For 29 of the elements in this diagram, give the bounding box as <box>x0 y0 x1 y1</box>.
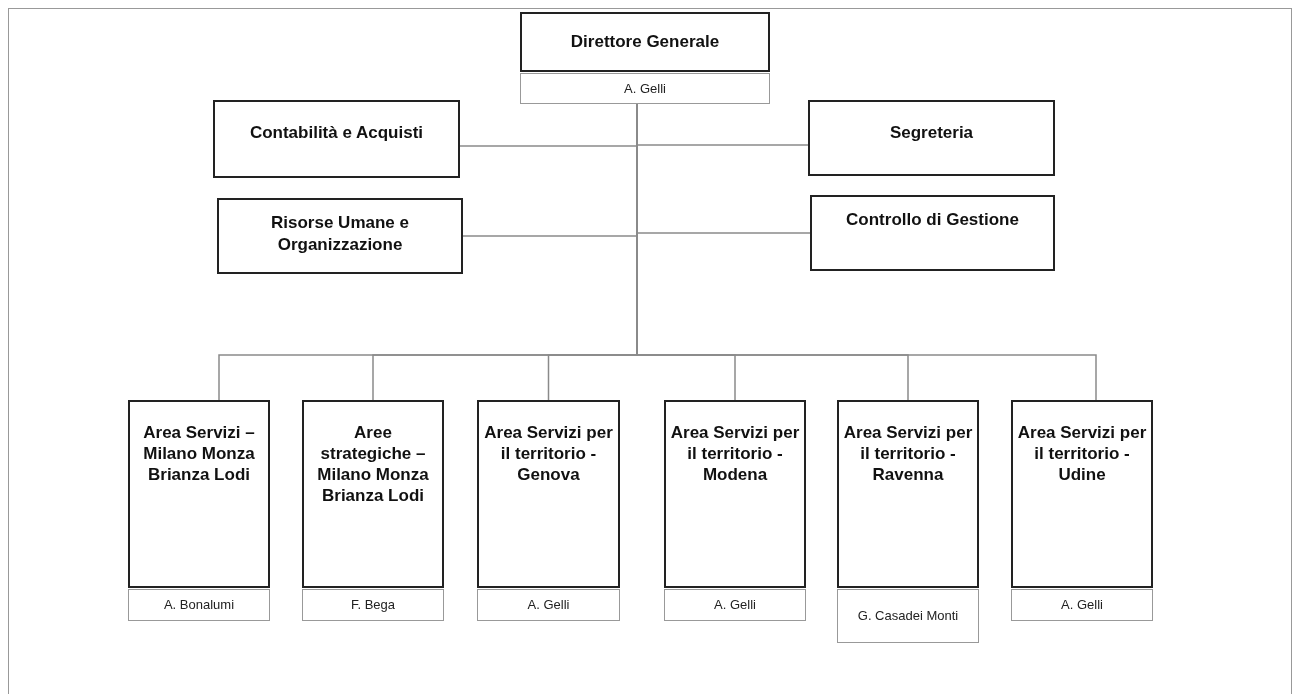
manager-name: G. Casadei Monti <box>837 589 979 643</box>
manager-name: A. Gelli <box>664 589 806 621</box>
unit-title: Area Servizi per il territorio - Ravenna <box>843 422 973 485</box>
unit-title: Area Servizi per il territorio - Genova <box>483 422 614 485</box>
unit-title: Area Servizi per il territorio - Modena <box>670 422 800 485</box>
org-box <box>520 12 770 72</box>
org-box <box>1011 400 1153 588</box>
unit-title: Area Servizi – Milano Monza Brianza Lodi <box>142 422 256 485</box>
org-box <box>213 100 460 178</box>
manager-name: F. Bega <box>302 589 444 621</box>
org-box <box>128 400 270 588</box>
org-box <box>837 400 979 588</box>
unit-title: Contabilità e Acquisti <box>249 122 424 144</box>
org-box <box>302 400 444 588</box>
org-box <box>664 400 806 588</box>
unit-title: Direttore Generale <box>570 31 720 53</box>
org-box <box>217 198 463 274</box>
org-box <box>808 100 1055 176</box>
org-box <box>810 195 1055 271</box>
unit-title: Segreteria <box>889 122 974 144</box>
unit-title: Area Servizi per il territorio - Udine <box>1017 422 1147 485</box>
manager-name: A. Bonalumi <box>128 589 270 621</box>
unit-title: Controllo di Gestione <box>846 209 1019 231</box>
manager-name: A. Gelli <box>520 73 770 104</box>
unit-title: Risorse Umane e Organizzazione <box>270 212 410 256</box>
unit-title: Aree strategiche – Milano Monza Brianza Lodi <box>316 422 430 506</box>
org-box <box>477 400 620 588</box>
manager-name: A. Gelli <box>1011 589 1153 621</box>
manager-name: A. Gelli <box>477 589 620 621</box>
